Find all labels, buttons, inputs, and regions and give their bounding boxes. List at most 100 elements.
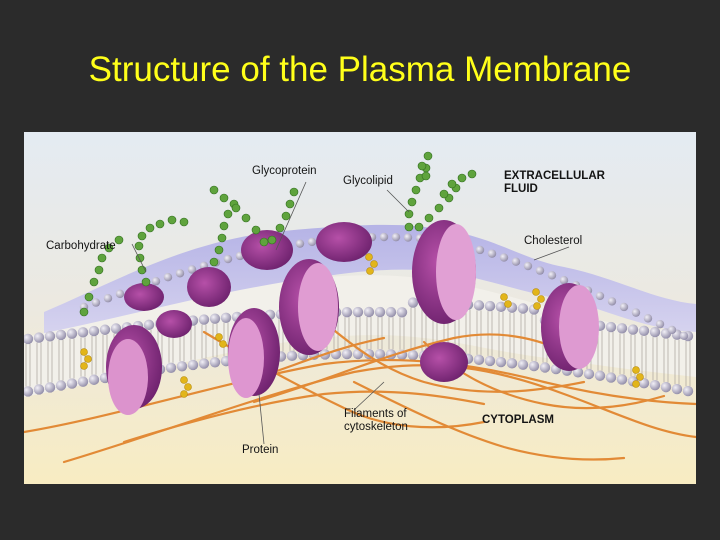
- phospholipid-icon: [341, 348, 353, 360]
- cholesterol-icon: [80, 253, 644, 398]
- phospholipid-icon: [110, 323, 122, 334]
- phospholipid-icon: [403, 233, 413, 242]
- phospholipid-icon: [66, 378, 78, 389]
- label-glycoprotein: Glycoprotein: [252, 165, 317, 177]
- phospholipid-icon: [643, 314, 653, 323]
- label-glycolipid: Glycolipid: [343, 175, 393, 187]
- phospholipid-icon: [627, 324, 639, 335]
- phospholipid-icon: [660, 381, 672, 393]
- label-cytoplasm: CYTOPLASM: [482, 414, 554, 426]
- phospholipid-icon: [151, 277, 161, 286]
- leader-lines: [131, 181, 570, 445]
- label-carbohydrate: Carbohydrate: [46, 240, 116, 252]
- phospholipid-icon: [535, 266, 545, 275]
- phospholipid-icon: [198, 358, 210, 369]
- phospholipid-icon: [307, 237, 317, 247]
- phospholipid-icon: [495, 301, 507, 313]
- phospholipid-icon: [209, 313, 221, 324]
- phospholipid-icon: [517, 359, 529, 370]
- phospholipid-icon: [24, 333, 34, 345]
- phospholipid-icon: [396, 307, 408, 318]
- phospholipid-icon: [341, 306, 353, 318]
- phospholipid-icon: [295, 239, 305, 248]
- phospholipid-icon: [616, 323, 628, 334]
- phospholipid-icon: [407, 350, 419, 361]
- phospholipid-icon: [55, 380, 67, 391]
- phospholipid-icon: [559, 276, 569, 285]
- phospholipid-icon: [187, 359, 199, 371]
- membrane-top-surface: [44, 224, 696, 337]
- phospholipid-icon: [33, 332, 45, 343]
- phospholipid-icon: [671, 383, 683, 395]
- phospholipid-icon: [638, 378, 650, 389]
- phospholipid-icon: [209, 357, 221, 368]
- phospholipid-icon: [44, 382, 56, 393]
- phospholipid-icon: [33, 384, 45, 395]
- phospholipid-icon: [616, 374, 628, 385]
- phospholipid-icon: [91, 298, 101, 307]
- phospholipid-icon: [605, 321, 617, 333]
- phospholipid-icon: [655, 319, 665, 329]
- phospholipid-icon: [649, 326, 661, 338]
- phospholipid-icon: [286, 350, 298, 362]
- phospholipid-icon: [77, 327, 89, 338]
- phospholipid-icon: [523, 261, 533, 271]
- phospholipid-icon: [473, 354, 485, 366]
- slide-title: Structure of the Plasma Membrane: [88, 50, 632, 89]
- phospholipid-icon: [407, 297, 419, 308]
- phospholipid-icon: [187, 265, 197, 274]
- phospholipid-icon: [143, 319, 155, 331]
- phospholipid-icon: [374, 306, 386, 318]
- phospholipid-icon: [88, 374, 100, 385]
- phospholipid-icon: [175, 269, 185, 278]
- phospholipid-icon: [176, 361, 188, 372]
- phospholipid-icon: [165, 362, 177, 373]
- label-cholesterol: Cholesterol: [524, 235, 583, 247]
- phospholipid-icon: [475, 245, 485, 255]
- phospholipid-icon: [631, 308, 641, 317]
- phospholipid-icon: [517, 303, 529, 314]
- phospholipid-icon: [220, 312, 232, 323]
- phospholipid-icon: [607, 297, 617, 306]
- phospholipid-icon: [528, 360, 540, 372]
- phospholipid-icon: [649, 379, 661, 391]
- phospholipid-icon: [511, 257, 521, 266]
- phospholipid-icon: [594, 370, 606, 381]
- phospholipid-icon: [495, 356, 507, 368]
- phospholipid-icon: [667, 325, 677, 335]
- phospholipid-icon: [547, 271, 557, 280]
- phospholipid-icon: [638, 325, 650, 337]
- phospholipid-icon: [44, 331, 56, 342]
- phospholipid-icon: [352, 306, 364, 318]
- phospholipid-icon: [99, 324, 111, 335]
- label-filaments-of-cytoskeleton: Filaments of cytoskeleton: [344, 408, 408, 433]
- label-protein: Protein: [242, 444, 279, 456]
- phospholipid-icon: [539, 362, 551, 373]
- phospholipid-icon: [88, 325, 100, 337]
- phospholipid-icon: [583, 368, 595, 380]
- phospholipid-icon: [163, 272, 173, 282]
- lipid-tail-region: [24, 275, 696, 397]
- phospholipid-icon: [66, 328, 78, 339]
- phospholipid-icon: [24, 386, 34, 397]
- phospholipid-icon: [679, 331, 689, 340]
- phospholipid-icon: [379, 232, 389, 242]
- phospholipid-icon: [595, 291, 605, 301]
- phospholipid-icon: [605, 372, 617, 383]
- phospholipid-icon: [223, 254, 233, 264]
- phospholipid-icon: [103, 294, 113, 303]
- phospholipid-icon: [391, 232, 401, 242]
- phospholipid-icon: [77, 376, 89, 387]
- membrane-illustration: [24, 132, 696, 484]
- phospholipid-icon: [499, 253, 509, 262]
- phospholipid-icon: [682, 385, 694, 397]
- phospholipid-icon: [55, 329, 67, 341]
- phospholipid-icon: [374, 348, 386, 360]
- membrane-figure: Glycoprotein Glycolipid EXTRACELLULAR FL…: [24, 132, 696, 484]
- phospholipid-icon: [198, 314, 210, 325]
- protein-icon: [106, 220, 599, 415]
- phospholipid-icon: [484, 355, 496, 367]
- phospholipid-icon: [115, 289, 125, 299]
- phospholipid-icon: [363, 306, 375, 318]
- phospholipid-icon: [619, 302, 629, 312]
